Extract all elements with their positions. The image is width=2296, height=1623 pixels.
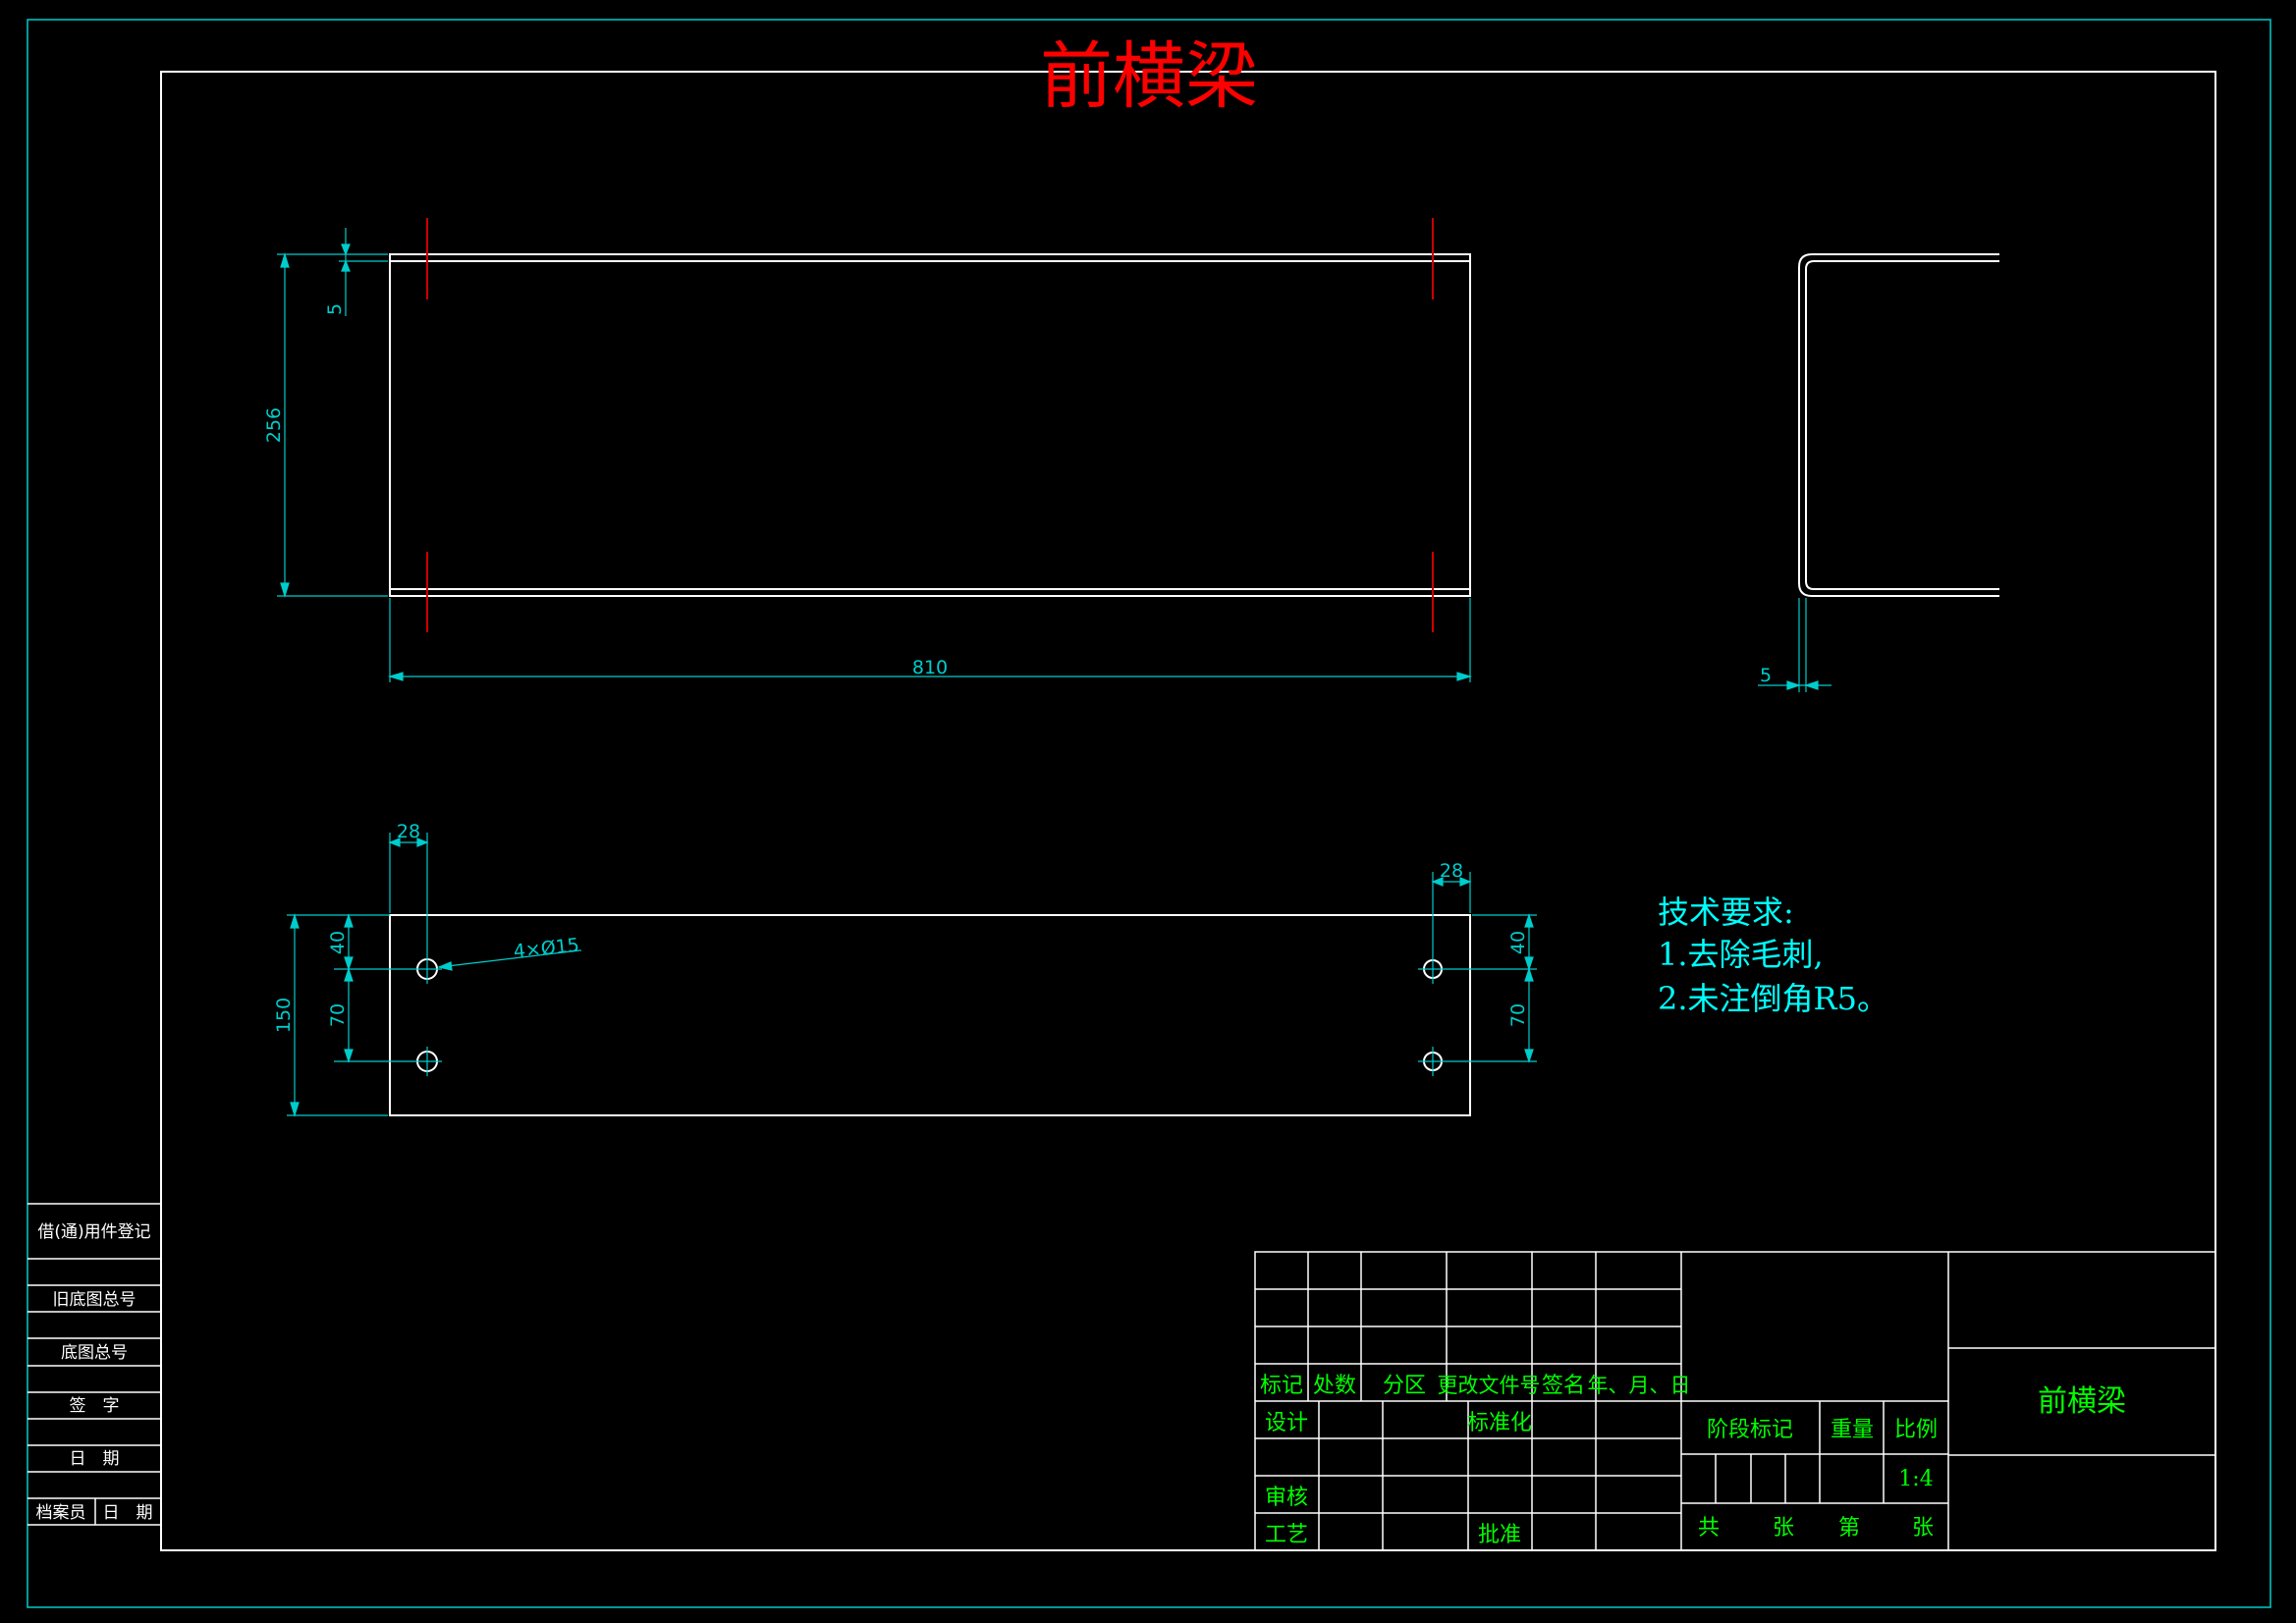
dim-right-offset-28: 28 (1440, 860, 1463, 882)
tb-header-zone: 分区 (1383, 1374, 1426, 1398)
tb-sheets: 张 (1773, 1516, 1794, 1541)
side-view: 5 (1758, 253, 1999, 692)
dim-thickness-5: 5 (324, 303, 346, 315)
technical-notes: 技术要求: 1.去除毛刺, 2.未注倒角R5。 (1658, 893, 1888, 1017)
hole-callout: 4×Ø15 (513, 935, 580, 963)
tb-header-change-doc: 更改文件号 (1438, 1374, 1541, 1397)
dim-left-spacing-70: 70 (327, 1003, 349, 1027)
front-view: 5 256 810 (263, 218, 1473, 682)
side-dim-thickness-5: 5 (1760, 665, 1772, 686)
tb-header-date: 年、月、日 (1588, 1374, 1691, 1397)
side-register: 借(通)用件登记 旧底图总号 底图总号 签 字 日 期 档案员 日 期 (27, 1203, 161, 1526)
dim-height-256: 256 (263, 407, 285, 443)
dim-right-top-40: 40 (1507, 931, 1529, 954)
tb-scale-value: 1:4 (1898, 1467, 1933, 1491)
tb-header-signature: 签名 (1542, 1374, 1585, 1398)
register-drawing-no: 底图总号 (61, 1343, 128, 1363)
dim-left-top-40: 40 (327, 931, 349, 954)
register-borrowed-parts: 借(通)用件登记 (37, 1222, 150, 1242)
tb-header-mark: 标记 (1260, 1374, 1303, 1398)
title-block: 标记 处数 分区 更改文件号 签名 年、月、日 设计 标准化 审核 工艺 批准 … (1254, 1251, 2216, 1551)
bottom-view: 28 28 40 70 150 40 70 4×Ø15 (273, 821, 1537, 1118)
note-item-2: 2.未注倒角R5。 (1658, 980, 1888, 1017)
register-old-drawing-no: 旧底图总号 (53, 1290, 137, 1310)
tb-sheet-no: 第 (1838, 1516, 1860, 1541)
drawing-frame (160, 71, 2216, 1551)
register-archivist: 档案员 (36, 1503, 86, 1523)
dim-length-810: 810 (912, 657, 948, 678)
dim-right-spacing-70: 70 (1507, 1003, 1529, 1027)
tb-sheet: 张 (1912, 1516, 1934, 1541)
register-date: 日 期 (70, 1449, 120, 1469)
note-item-1: 1.去除毛刺, (1658, 936, 1824, 973)
dim-height-150: 150 (273, 998, 295, 1033)
register-archivist-date: 日 期 (103, 1503, 153, 1523)
tb-review: 审核 (1265, 1486, 1308, 1510)
tb-part-name: 前横梁 (2038, 1384, 2126, 1419)
register-signature: 签 字 (70, 1396, 120, 1416)
front-view-outline (389, 253, 1471, 597)
dim-left-offset-28: 28 (397, 821, 420, 842)
sheet-outer-border (27, 19, 2271, 1608)
tb-standardization: 标准化 (1467, 1411, 1532, 1435)
side-view-channel-inner (1805, 260, 1999, 590)
tb-weight: 重量 (1831, 1418, 1874, 1442)
tb-stage-mark: 阶段标记 (1707, 1418, 1793, 1442)
side-view-channel-outer (1798, 253, 1999, 597)
tb-header-count: 处数 (1313, 1374, 1356, 1398)
bottom-view-outline (389, 914, 1471, 1116)
tb-scale-label: 比例 (1894, 1418, 1938, 1442)
tb-total: 共 (1698, 1516, 1720, 1541)
notes-heading: 技术要求: (1658, 893, 1794, 931)
drawing-title: 前横梁 (1040, 34, 1258, 119)
tb-design: 设计 (1265, 1411, 1308, 1435)
tb-process: 工艺 (1265, 1523, 1308, 1547)
tb-approve: 批准 (1478, 1523, 1521, 1547)
